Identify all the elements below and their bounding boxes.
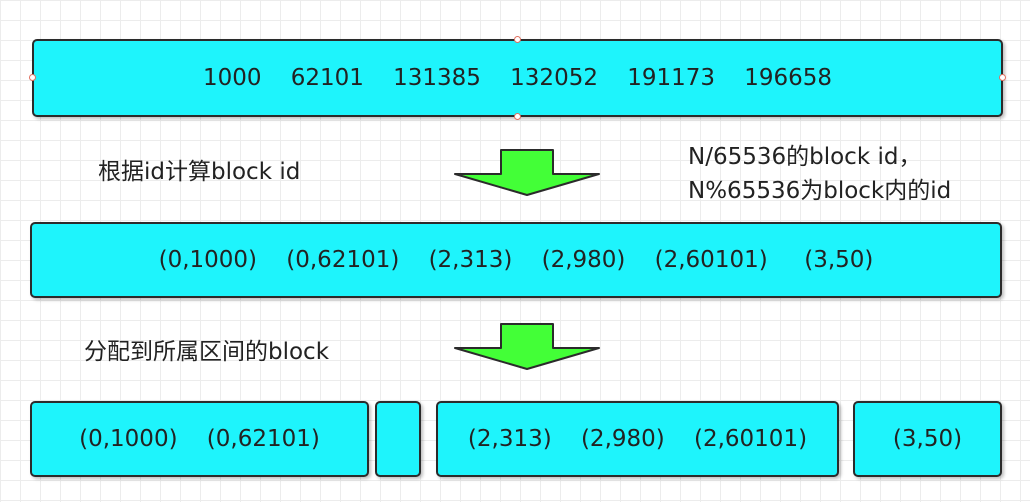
down-arrow-2 (454, 323, 600, 370)
down-arrow-1 (454, 149, 600, 196)
step1-note-line2: N%65536为block内的id (688, 178, 952, 204)
block-2-box[interactable]: (2,313) (2,980) (2,60101) (436, 401, 839, 477)
block-0-text: (0,1000) (0,62101) (79, 426, 320, 452)
block-3-box[interactable]: (3,50) (853, 401, 1002, 477)
step1-note-line1: N/65536的block id， (688, 144, 922, 170)
block-3-text: (3,50) (892, 426, 963, 452)
selection-handle-top[interactable] (514, 36, 521, 43)
id-list-text: 1000 62101 131385 132052 191173 196658 (202, 65, 833, 91)
selection-handle-left[interactable] (29, 74, 36, 81)
block-2-text: (2,313) (2,980) (2,60101) (467, 426, 808, 452)
block-pairs-text: (0,1000) (0,62101) (2,313) (2,980) (2,60… (158, 247, 874, 273)
block-1-box[interactable] (375, 401, 421, 477)
step1-label: 根据id计算block id (98, 159, 301, 185)
id-list-box[interactable]: 1000 62101 131385 132052 191173 196658 (32, 39, 1003, 117)
block-0-box[interactable]: (0,1000) (0,62101) (30, 401, 369, 477)
step2-label: 分配到所属区间的block (84, 339, 330, 365)
block-pairs-box[interactable]: (0,1000) (0,62101) (2,313) (2,980) (2,60… (30, 222, 1002, 298)
selection-handle-right[interactable] (999, 74, 1006, 81)
selection-handle-bottom[interactable] (514, 113, 521, 120)
